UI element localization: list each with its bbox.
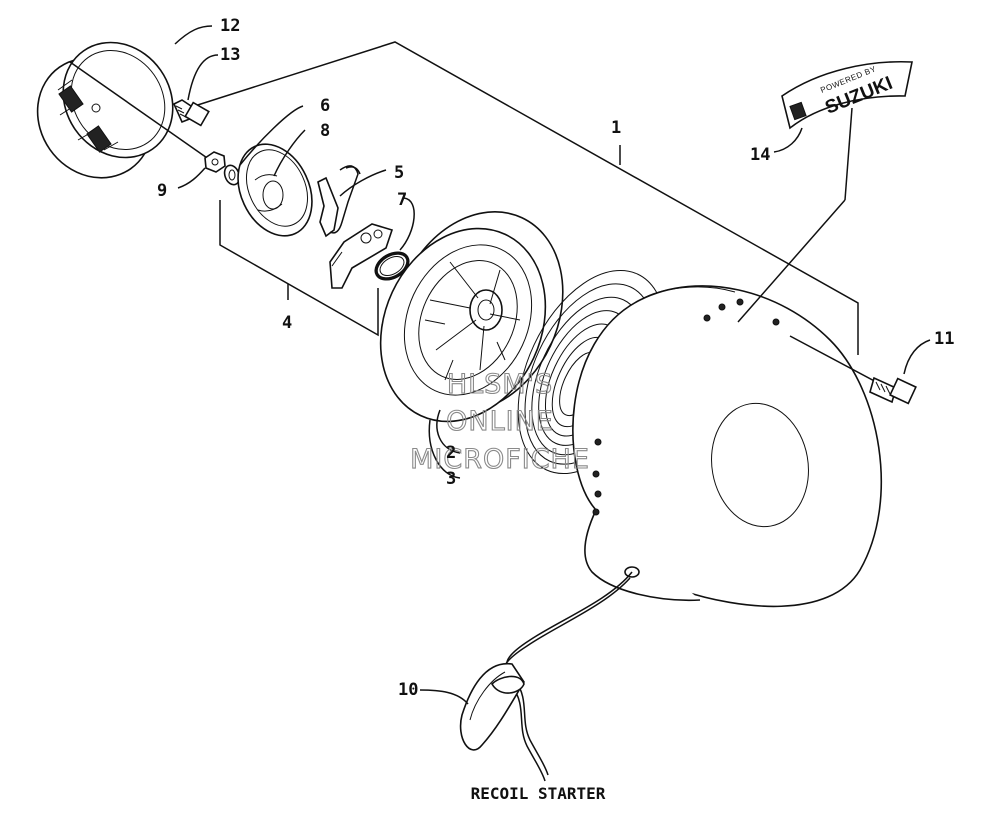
reel-pulley-2-part — [379, 211, 564, 423]
callout-4: 4 — [282, 313, 292, 333]
ring-7-part — [374, 251, 410, 281]
callout-2: 2 — [446, 443, 456, 463]
callout-11: 11 — [934, 329, 954, 349]
ratchet-pawl-part — [329, 223, 394, 289]
callout-14: 14 — [750, 145, 770, 165]
rope-handle-10-part — [459, 571, 633, 782]
callout-8: 8 — [320, 121, 330, 141]
callout-6: 6 — [320, 96, 330, 116]
diagram-caption: RECOIL STARTER — [471, 784, 606, 803]
callout-3: 3 — [446, 469, 456, 489]
callout-13: 13 — [220, 45, 240, 65]
watermark: HLSM'S ONLINE MICROFICHE — [410, 368, 590, 475]
watermark-line-1: HLSM'S — [447, 369, 553, 400]
watermark-line-2: ONLINE — [446, 406, 554, 437]
callout-5: 5 — [394, 163, 404, 183]
leader-lines — [174, 25, 931, 705]
callout-1: 1 — [611, 118, 621, 138]
bolt-13-part — [172, 99, 210, 127]
callout-9: 9 — [157, 181, 167, 201]
callout-12: 12 — [220, 16, 240, 36]
drive-cup-part — [36, 41, 211, 179]
callout-10: 10 — [398, 680, 418, 700]
starter-housing-part — [572, 285, 883, 608]
bolt-11-part — [789, 335, 917, 405]
group-bracket-1 — [181, 41, 859, 355]
callout-labels: 1 2 3 4 5 6 7 8 9 10 11 12 13 14 — [157, 16, 954, 700]
callout-7: 7 — [397, 190, 407, 210]
nut-9-part — [204, 151, 226, 173]
suzuki-decal-part: SUZUKI POWERED BY — [737, 60, 913, 323]
watermark-line-3: MICROFICHE — [410, 444, 590, 475]
spring-5-part — [317, 165, 361, 238]
group-bracket-4 — [219, 200, 379, 337]
friction-plate-8-part — [237, 143, 313, 237]
